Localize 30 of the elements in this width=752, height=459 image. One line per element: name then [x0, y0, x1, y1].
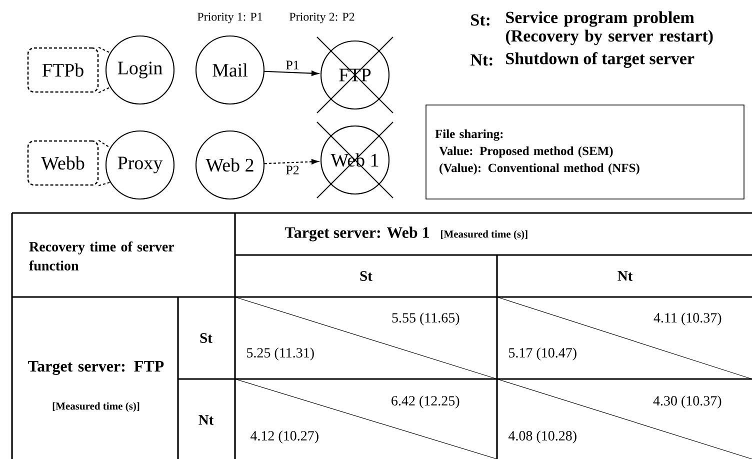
- table-header: Nt: [618, 271, 633, 281]
- priority-label: Priority 2: P2: [290, 12, 354, 24]
- legend-box: File sharing: Value: Proposed method (SEM) (Value): Conventional method (NFS): [426, 104, 744, 200]
- backup-box: FTPb: [27, 47, 99, 93]
- table-header: [Measured time (s)]: [441, 230, 528, 240]
- table-cell: 4.30 (10.37): [653, 396, 722, 408]
- table-cell: 5.25 (11.31): [247, 348, 314, 360]
- table-cell: 5.17 (10.47): [509, 348, 576, 360]
- table-header: St: [360, 271, 372, 281]
- table-cell: 4.08 (10.28): [508, 430, 576, 444]
- table-header: Nt: [198, 415, 214, 425]
- table-header: Target server: FTP: [28, 361, 164, 375]
- table-header: Target server: Web 1: [284, 226, 429, 242]
- table-cell: 4.11 (10.37): [654, 312, 722, 326]
- table-header: St: [200, 333, 212, 343]
- arrow: [264, 70, 318, 76]
- definition-term: St:: [471, 14, 490, 26]
- table-header: Recovery time of server function: [29, 241, 174, 271]
- definition-text: Service program problem (Recovery by server restart): [506, 11, 713, 46]
- definition-text: Shutdown of target server: [506, 52, 694, 68]
- definition-term: Nt:: [470, 54, 492, 66]
- table-cell: 5.55 (11.65): [392, 312, 460, 326]
- table-header: [Measured time (s)]: [52, 402, 140, 412]
- arrow: [264, 159, 318, 164]
- priority-label: Priority 1: P1: [198, 12, 262, 24]
- edge-label: P2: [286, 166, 299, 174]
- table-cell: 6.42 (12.25): [392, 396, 460, 408]
- backup-box: Webb: [27, 140, 99, 186]
- table-cell: 4.12 (10.27): [250, 430, 318, 444]
- edge-label: P1: [286, 60, 299, 70]
